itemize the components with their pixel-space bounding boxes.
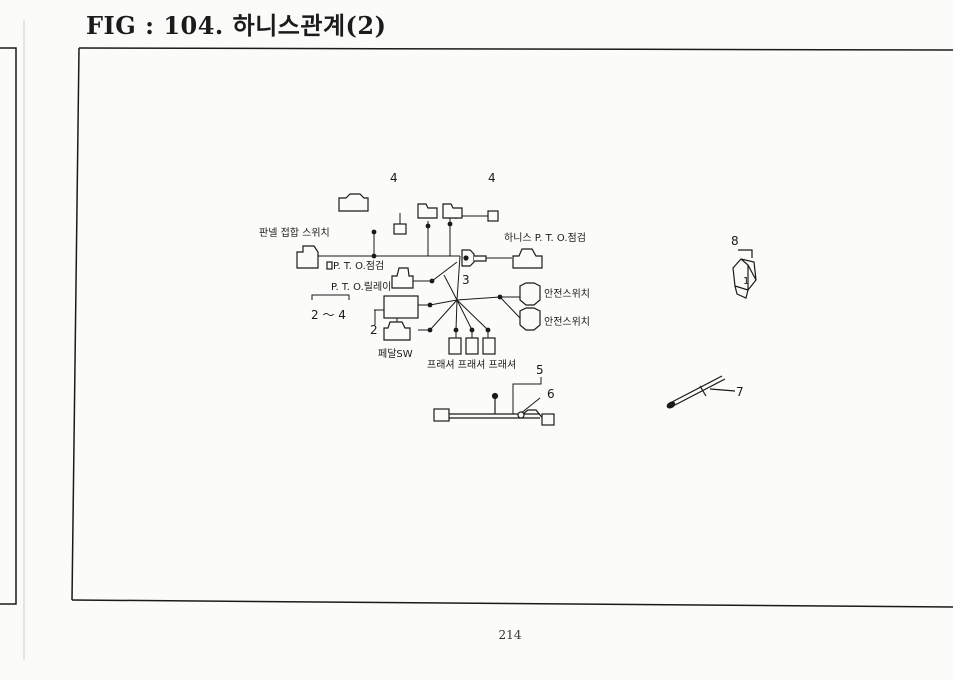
- connector-main: [383, 295, 419, 319]
- label-safety-switch-1: 안전스위치: [544, 287, 590, 300]
- connector-pressure-2: [465, 337, 479, 355]
- connector-harness-pto: [512, 248, 543, 269]
- connector-pressure-3: [482, 337, 496, 355]
- label-pto-check-left: P. T. O.점검: [333, 260, 384, 272]
- rod-7: [666, 375, 736, 409]
- connector-4-right: [487, 210, 499, 222]
- connector-top-center-b: [442, 203, 463, 219]
- callout-7: 7: [736, 385, 744, 399]
- connector-pto-relay: [391, 267, 414, 289]
- connector-top-left: [338, 193, 369, 212]
- connector-4-left: [393, 223, 407, 235]
- callout-5: 5: [536, 363, 544, 377]
- figure-title: FIG : 104. 하니스관계(2): [86, 11, 387, 40]
- label-safety-switch-2: 안전스위치: [544, 315, 590, 328]
- callout-1: 1: [743, 276, 749, 287]
- callout-3: 3: [462, 273, 470, 287]
- connector-safety-switch-2: [519, 307, 541, 331]
- callout-4-left: 4: [390, 171, 398, 185]
- label-harness-pto-check: 하니스 P. T. O.점검: [504, 231, 586, 244]
- label-pressure: 프래셔 프래셔 프래셔: [427, 359, 516, 371]
- label-panel-clutch-switch: 판넬 접합 스위치: [259, 226, 330, 239]
- label-range: 2 ～ 4: [311, 308, 346, 322]
- label-pedal-sw: 페달SW: [378, 348, 413, 360]
- connector-pto-check-left: [326, 261, 333, 270]
- label-pto-relay: P. T. O.릴레이: [331, 280, 391, 293]
- connector-top-center-a: [417, 203, 438, 219]
- connector-pedal-sw: [383, 321, 411, 341]
- relay-8: [732, 249, 757, 299]
- connector-safety-switch-1: [519, 282, 541, 306]
- connectors: [296, 193, 543, 355]
- callout-2: 2: [370, 323, 378, 337]
- callout-4-right: 4: [488, 171, 496, 185]
- connector-pressure-1: [448, 337, 462, 355]
- page-frame: [0, 20, 953, 660]
- coupler-3: [461, 249, 487, 267]
- page-number: 214: [498, 628, 522, 642]
- callout-6: 6: [547, 387, 555, 401]
- connector-panel-switch: [296, 245, 319, 269]
- harness-5: [433, 392, 555, 426]
- callout-8: 8: [731, 234, 739, 248]
